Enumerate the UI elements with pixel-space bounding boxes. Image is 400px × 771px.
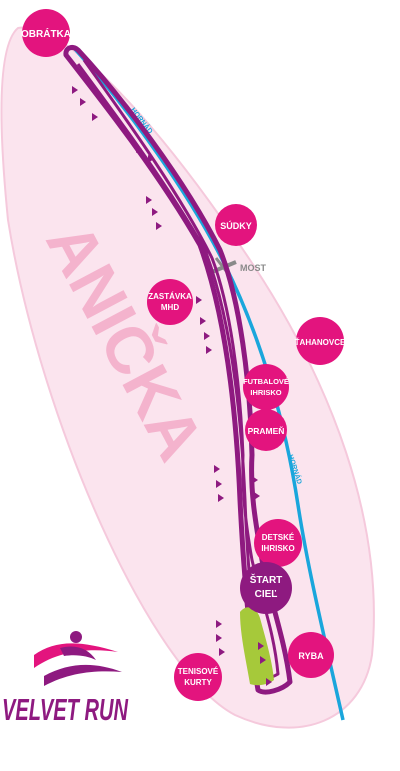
poi-label: TENISOVÉ	[178, 667, 219, 676]
poi-takanovce: ŤAHANOVCE	[295, 317, 346, 365]
poi-kids-playground: DETSKÉ IHRISKO	[254, 519, 302, 567]
finish-area	[240, 607, 274, 686]
direction-marker	[266, 678, 272, 686]
direction-marker	[216, 634, 222, 642]
poi-label: OBRÁTKA	[21, 27, 71, 40]
direction-marker	[252, 476, 258, 484]
poi-label: PRAMEŇ	[248, 425, 285, 436]
poi-label: MHD	[161, 303, 179, 312]
poi-label: ŤAHANOVCE	[295, 338, 346, 347]
direction-marker	[80, 98, 86, 106]
direction-marker	[148, 155, 154, 163]
poi-spring: PRAMEŇ	[245, 409, 287, 451]
direction-marker	[254, 492, 260, 500]
poi-label: IHRISKO	[261, 544, 294, 553]
velvet-run-logo: VELVET RUN	[2, 631, 128, 727]
bridge-label: MOST	[240, 263, 267, 273]
poi-label: FUTBALOVÉ	[243, 377, 289, 386]
start-label: ŠTART	[250, 573, 283, 586]
route-outer	[63, 45, 293, 695]
runner-icon	[34, 631, 122, 686]
direction-marker	[156, 222, 162, 230]
direction-marker	[219, 648, 225, 656]
poi-label: KURTY	[184, 678, 212, 687]
poi-start-finish: ŠTART CIEĽ	[240, 562, 292, 614]
direction-marker	[72, 86, 78, 94]
direction-markers	[72, 86, 272, 686]
poi-label: RYBA	[298, 651, 324, 661]
direction-marker	[152, 208, 158, 216]
direction-marker	[206, 346, 212, 354]
poi-tram-stop: ZASTÁVKA MHD	[147, 279, 193, 325]
poi-label: SÚDKY	[220, 220, 252, 231]
route-inner	[76, 59, 280, 680]
poi-label: ZASTÁVKA	[148, 292, 192, 301]
poi-turnaround: OBRÁTKA	[21, 9, 71, 57]
direction-marker	[146, 196, 152, 204]
direction-marker	[258, 642, 264, 650]
poi-label: IHRISKO	[250, 388, 281, 397]
park-zone	[0, 26, 375, 729]
direction-marker	[204, 332, 210, 340]
direction-marker	[260, 656, 266, 664]
direction-marker	[196, 296, 202, 304]
direction-marker	[136, 145, 142, 153]
direction-marker	[218, 494, 224, 502]
direction-marker	[92, 113, 98, 121]
finish-label: CIEĽ	[255, 589, 278, 600]
poi-label: DETSKÉ	[262, 533, 295, 542]
poi-football-field: FUTBALOVÉ IHRISKO	[243, 364, 289, 410]
direction-marker	[214, 465, 220, 473]
logo-text: VELVET RUN	[2, 692, 128, 727]
direction-marker	[216, 620, 222, 628]
direction-marker	[200, 317, 206, 325]
poi-fish: RYBA	[288, 632, 334, 678]
direction-marker	[216, 480, 222, 488]
poi-court: SÚDKY	[215, 204, 257, 246]
poi-tennis-courts: TENISOVÉ KURTY	[174, 653, 222, 701]
